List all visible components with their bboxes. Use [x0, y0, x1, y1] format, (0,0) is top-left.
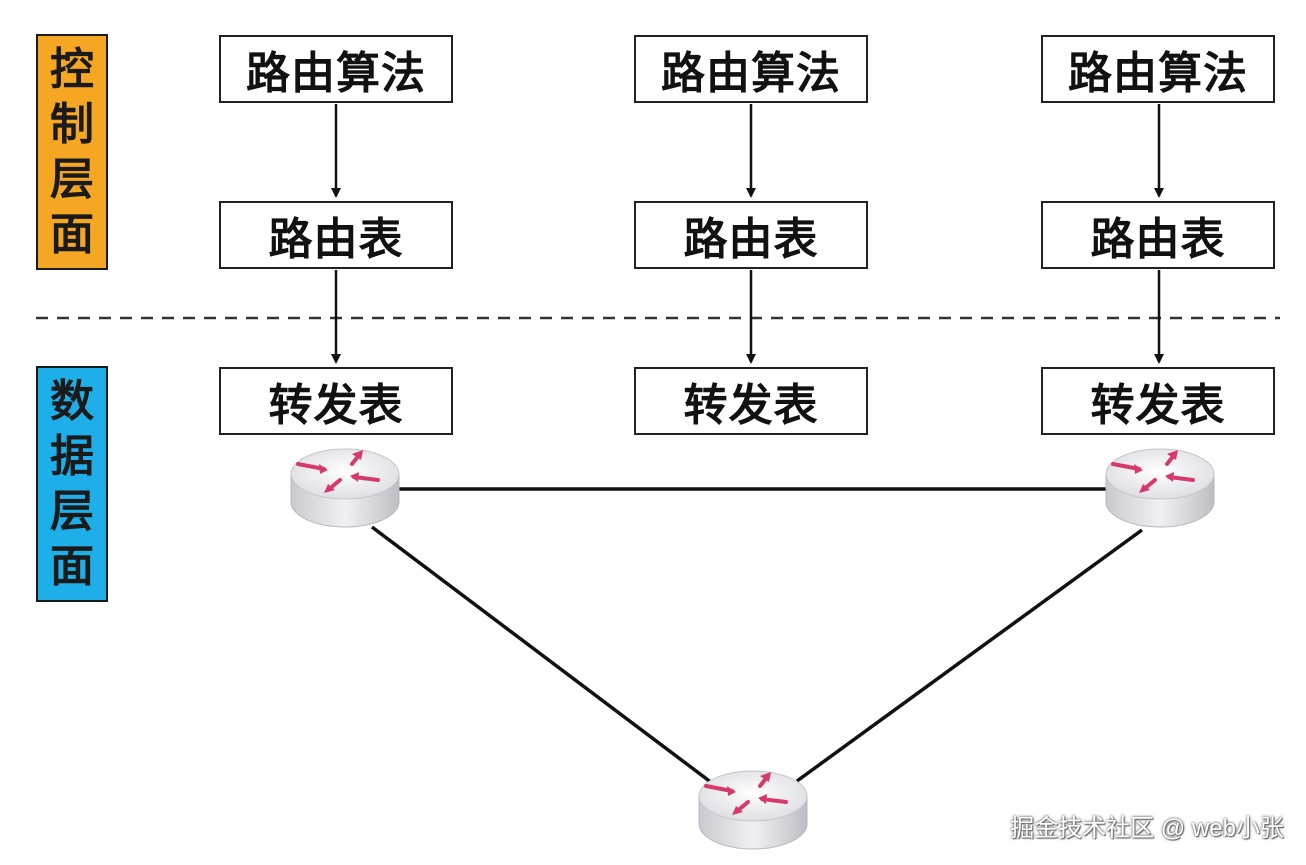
forwarding-table-box: 转发表 [634, 367, 868, 435]
router-icon [696, 766, 810, 858]
data-layer-label: 数 据 层 面 [36, 366, 108, 602]
routing-table-box: 路由表 [1041, 201, 1275, 269]
router-icon-graphic [290, 448, 400, 528]
control-layer-char: 层 [50, 153, 94, 205]
control-layer-char: 制 [50, 98, 94, 150]
watermark-text: 掘金技术社区 @ web小张 [1010, 815, 1284, 842]
router-icon-graphic [698, 770, 808, 850]
control-layer-char: 控 [50, 43, 94, 95]
data-layer-char: 层 [50, 485, 94, 537]
routing-table-box: 路由表 [634, 201, 868, 269]
link-right-bottom [795, 528, 1144, 783]
link-left-bottom [370, 525, 718, 788]
router-icon [288, 444, 402, 536]
routing-table-box: 路由表 [219, 201, 453, 269]
router-icon [1103, 444, 1217, 536]
routing-algorithm-box: 路由算法 [634, 35, 868, 103]
routing-algorithm-box: 路由算法 [1041, 35, 1275, 103]
router-icon-graphic [1105, 448, 1215, 528]
routing-algorithm-box: 路由算法 [219, 35, 453, 103]
data-layer-char: 数 [50, 375, 94, 427]
control-layer-label: 控 制 层 面 [36, 34, 108, 270]
data-layer-char: 据 [50, 430, 94, 482]
forwarding-table-box: 转发表 [219, 367, 453, 435]
control-layer-char: 面 [50, 208, 94, 260]
data-layer-char: 面 [50, 540, 94, 592]
forwarding-table-box: 转发表 [1041, 367, 1275, 435]
